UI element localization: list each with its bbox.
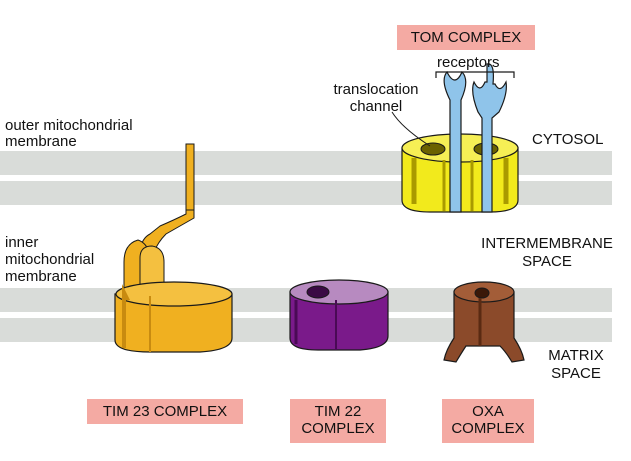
inner-membrane-label-line2: mitochondrial: [5, 251, 95, 268]
translocation-pointer: [391, 111, 431, 147]
outer-membrane-label-line1: outer mitochondrial: [5, 117, 133, 134]
outer-membrane: [0, 151, 612, 205]
tim22-complex-label: TIM 22 COMPLEX: [290, 399, 386, 443]
oxa-complex-label: OXA COMPLEX: [442, 399, 534, 443]
tim23-complex-shape: [114, 143, 233, 353]
tim22-label-line1: TIM 22: [314, 403, 362, 420]
receptors-bracket: [435, 71, 515, 78]
tim22-complex-shape: [289, 279, 389, 351]
oxa-complex-shape: [443, 281, 525, 363]
tim22-label-line2: COMPLEX: [301, 420, 375, 437]
tom-complex-label: TOM COMPLEX: [397, 25, 535, 50]
translocation-label-line2: channel: [349, 98, 403, 115]
matrix-label-line1: MATRIX: [548, 347, 604, 364]
intermembrane-label-line1: INTERMEMBRANE: [481, 235, 613, 252]
matrix-label-line2: SPACE: [551, 365, 601, 382]
cytosol-label: CYTOSOL: [532, 131, 604, 148]
outer-membrane-label-line2: membrane: [5, 133, 77, 150]
oxa-label-line2: COMPLEX: [451, 420, 525, 437]
receptors-label: receptors: [437, 54, 500, 71]
tom-complex-shape: [391, 63, 519, 213]
outer-membrane-lower-leaflet: [0, 181, 612, 205]
intermembrane-label-line2: SPACE: [522, 253, 572, 270]
inner-membrane-label-line1: inner: [5, 234, 39, 251]
translocation-label-line1: translocation: [333, 81, 419, 98]
receptor-left: [443, 70, 467, 213]
tim23-complex-label: TIM 23 COMPLEX: [87, 399, 243, 424]
receptor-right: [472, 63, 507, 213]
inner-membrane-label-line3: membrane: [5, 268, 77, 285]
oxa-label-line1: OXA: [472, 403, 504, 420]
outer-membrane-upper-leaflet: [0, 151, 612, 175]
